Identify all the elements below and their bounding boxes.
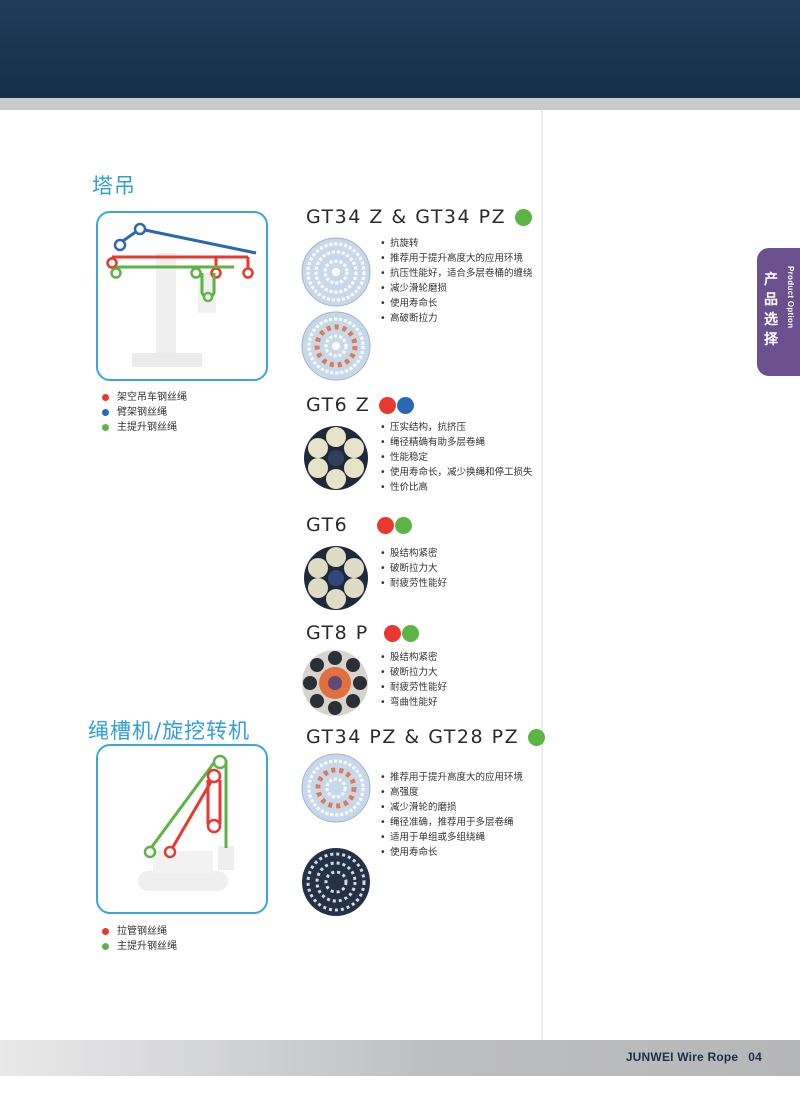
header-strip xyxy=(0,98,800,110)
green-dot-icon xyxy=(102,424,109,431)
blue-dot-icon xyxy=(397,396,415,414)
legend-item: 拉管钢丝绳 xyxy=(102,924,177,939)
green-dot-icon xyxy=(528,728,546,746)
legend-item: 架空吊车钢丝绳 xyxy=(102,390,187,405)
tower-crane-diagram xyxy=(106,222,257,367)
legend-item: 主提升钢丝绳 xyxy=(102,939,177,954)
red-dot-icon xyxy=(377,516,395,534)
footer-brand: JUNWEI Wire Rope xyxy=(625,1050,739,1064)
page-fold xyxy=(541,110,543,1040)
product-title-gt6z: GT6 Z xyxy=(306,394,415,416)
rope-cross-section-icon xyxy=(304,426,368,490)
blue-dot-icon xyxy=(102,409,109,416)
side-tab-label: 产品选择 xyxy=(764,272,778,348)
section-title-rotary-rig: 绳槽机/旋挖转机 xyxy=(88,719,251,743)
tower-crane-illustration xyxy=(96,211,268,381)
section-title-tower-crane: 塔吊 xyxy=(92,174,136,198)
green-dot-icon xyxy=(401,624,419,642)
tower-crane-legend: 架空吊车钢丝绳 臂架钢丝绳 主提升钢丝绳 xyxy=(102,390,187,435)
rotary-rig-diagram xyxy=(138,754,234,891)
red-dot-icon xyxy=(102,928,109,935)
product-title-gt8p: GT8 P xyxy=(306,622,419,644)
product-title-gt6: GT6 xyxy=(306,514,413,536)
red-dot-icon xyxy=(379,396,397,414)
rope-cross-section-icon xyxy=(301,753,371,823)
feature-list: 股结构紧密 破断拉力大 耐疲劳性能好 xyxy=(380,546,447,591)
product-title-gt34z: GT34 Z & GT34 PZ xyxy=(306,206,533,228)
green-dot-icon xyxy=(102,943,109,950)
rope-cross-section-icon xyxy=(304,546,368,610)
rope-cross-section-icon xyxy=(302,650,368,716)
feature-list: 推荐用于提升高度大的应用环境 高强度 减少滑轮的磨损 绳径准确，推荐用于多层卷绳… xyxy=(380,770,523,860)
feature-list: 压实结构，抗挤压 绳径精确有助多层卷绳 性能稳定 使用寿命长，减少换绳和停工损失… xyxy=(380,420,533,495)
page-number: 04 xyxy=(748,1050,762,1064)
product-title-gt34pz-gt28pz: GT34 PZ & GT28 PZ xyxy=(306,726,546,748)
footer: JUNWEI Wire Rope 04 xyxy=(626,1050,762,1064)
side-tab[interactable]: 产品选择 Product Option xyxy=(757,248,800,376)
rotary-rig-legend: 拉管钢丝绳 主提升钢丝绳 xyxy=(102,924,177,954)
side-tab-english-label: Product Option xyxy=(786,266,795,329)
footer-margin xyxy=(0,1076,800,1096)
red-dot-icon xyxy=(102,394,109,401)
rope-cross-section-icon xyxy=(301,311,371,381)
feature-list: 股结构紧密 破断拉力大 耐疲劳性能好 弯曲性能好 xyxy=(380,650,447,710)
footer-band xyxy=(0,1040,800,1076)
green-dot-icon xyxy=(395,516,413,534)
green-dot-icon xyxy=(515,208,533,226)
red-dot-icon xyxy=(383,624,401,642)
rope-cross-section-icon xyxy=(301,237,371,307)
legend-item: 臂架钢丝绳 xyxy=(102,405,187,420)
rope-cross-section-icon xyxy=(302,848,370,916)
feature-list: 抗旋转 推荐用于提升高度大的应用环境 抗压性能好，适合多层卷桶的缠绕 减少滑轮磨… xyxy=(380,236,533,326)
rotary-rig-illustration xyxy=(96,744,268,914)
legend-item: 主提升钢丝绳 xyxy=(102,420,187,435)
header-band xyxy=(0,0,800,98)
